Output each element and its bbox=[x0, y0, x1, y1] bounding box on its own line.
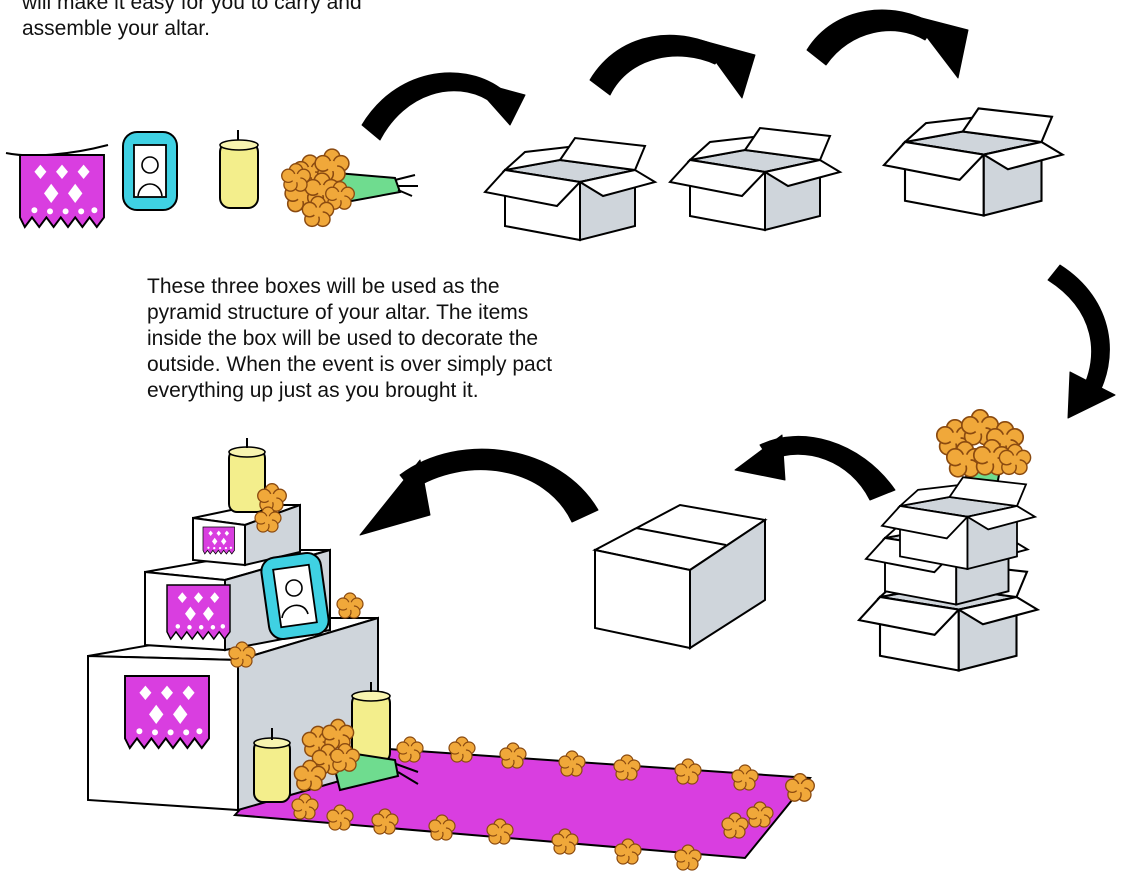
stacked-boxes bbox=[859, 410, 1038, 671]
curved-arrow-icon bbox=[360, 449, 598, 535]
open-box-icon bbox=[670, 128, 840, 230]
marigold-bouquet-icon bbox=[282, 149, 418, 226]
curved-arrow-icon bbox=[362, 73, 525, 140]
candle-icon bbox=[220, 130, 258, 208]
open-box-icon bbox=[884, 108, 1063, 215]
closed-box-icon bbox=[595, 505, 765, 648]
curved-arrow-icon bbox=[1048, 265, 1115, 418]
curved-arrow-icon bbox=[590, 35, 755, 98]
open-box-icon bbox=[485, 138, 655, 240]
altar-pyramid-icon bbox=[88, 438, 814, 870]
curved-arrow-icon bbox=[807, 10, 968, 78]
papel-picado-icon bbox=[6, 145, 108, 227]
portrait-frame-icon bbox=[123, 132, 177, 210]
curved-arrow-icon bbox=[735, 435, 895, 500]
